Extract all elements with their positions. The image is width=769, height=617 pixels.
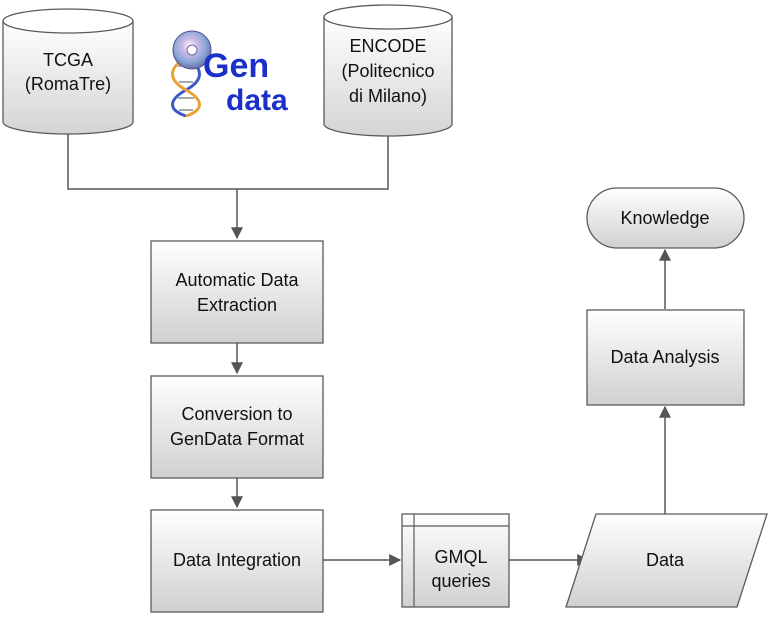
extraction-label-line1: Automatic Data <box>175 270 299 290</box>
connector-encode <box>237 134 389 190</box>
tcga-database: TCGA (RomaTre) <box>2 8 134 135</box>
gmql-label-line2: queries <box>431 571 490 591</box>
encode-label-line2: (Politecnico <box>341 61 434 81</box>
gendata-logo-icon: Gen data <box>171 30 288 118</box>
logo-text-data: data <box>226 84 288 117</box>
conversion-label-line2: GenData Format <box>170 429 304 449</box>
integration-label: Data Integration <box>173 550 301 570</box>
data-box: Data <box>565 513 768 608</box>
gmql-label-line1: GMQL <box>434 547 487 567</box>
extraction-label-line2: Extraction <box>197 295 277 315</box>
gmql-box: GMQL queries <box>401 513 510 608</box>
disc-icon <box>172 30 212 70</box>
data-label: Data <box>646 550 685 570</box>
logo-text-gen: Gen <box>203 47 269 85</box>
integration-box: Data Integration <box>150 509 324 613</box>
knowledge-box: Knowledge <box>586 187 745 249</box>
tcga-label-line1: TCGA <box>43 50 93 70</box>
analysis-box: Data Analysis <box>586 309 745 406</box>
extraction-box: Automatic Data Extraction <box>150 240 324 344</box>
analysis-label: Data Analysis <box>610 347 719 367</box>
conversion-box: Conversion to GenData Format <box>150 375 324 479</box>
knowledge-label: Knowledge <box>620 208 709 228</box>
connectors <box>67 134 671 566</box>
encode-label-line3: di Milano) <box>349 86 427 106</box>
encode-database: ENCODE (Politecnico di Milano) <box>323 4 453 137</box>
encode-label-line1: ENCODE <box>349 36 426 56</box>
connector-tcga <box>67 134 237 190</box>
conversion-label-line1: Conversion to <box>181 404 292 424</box>
tcga-label-line2: (RomaTre) <box>25 74 111 94</box>
